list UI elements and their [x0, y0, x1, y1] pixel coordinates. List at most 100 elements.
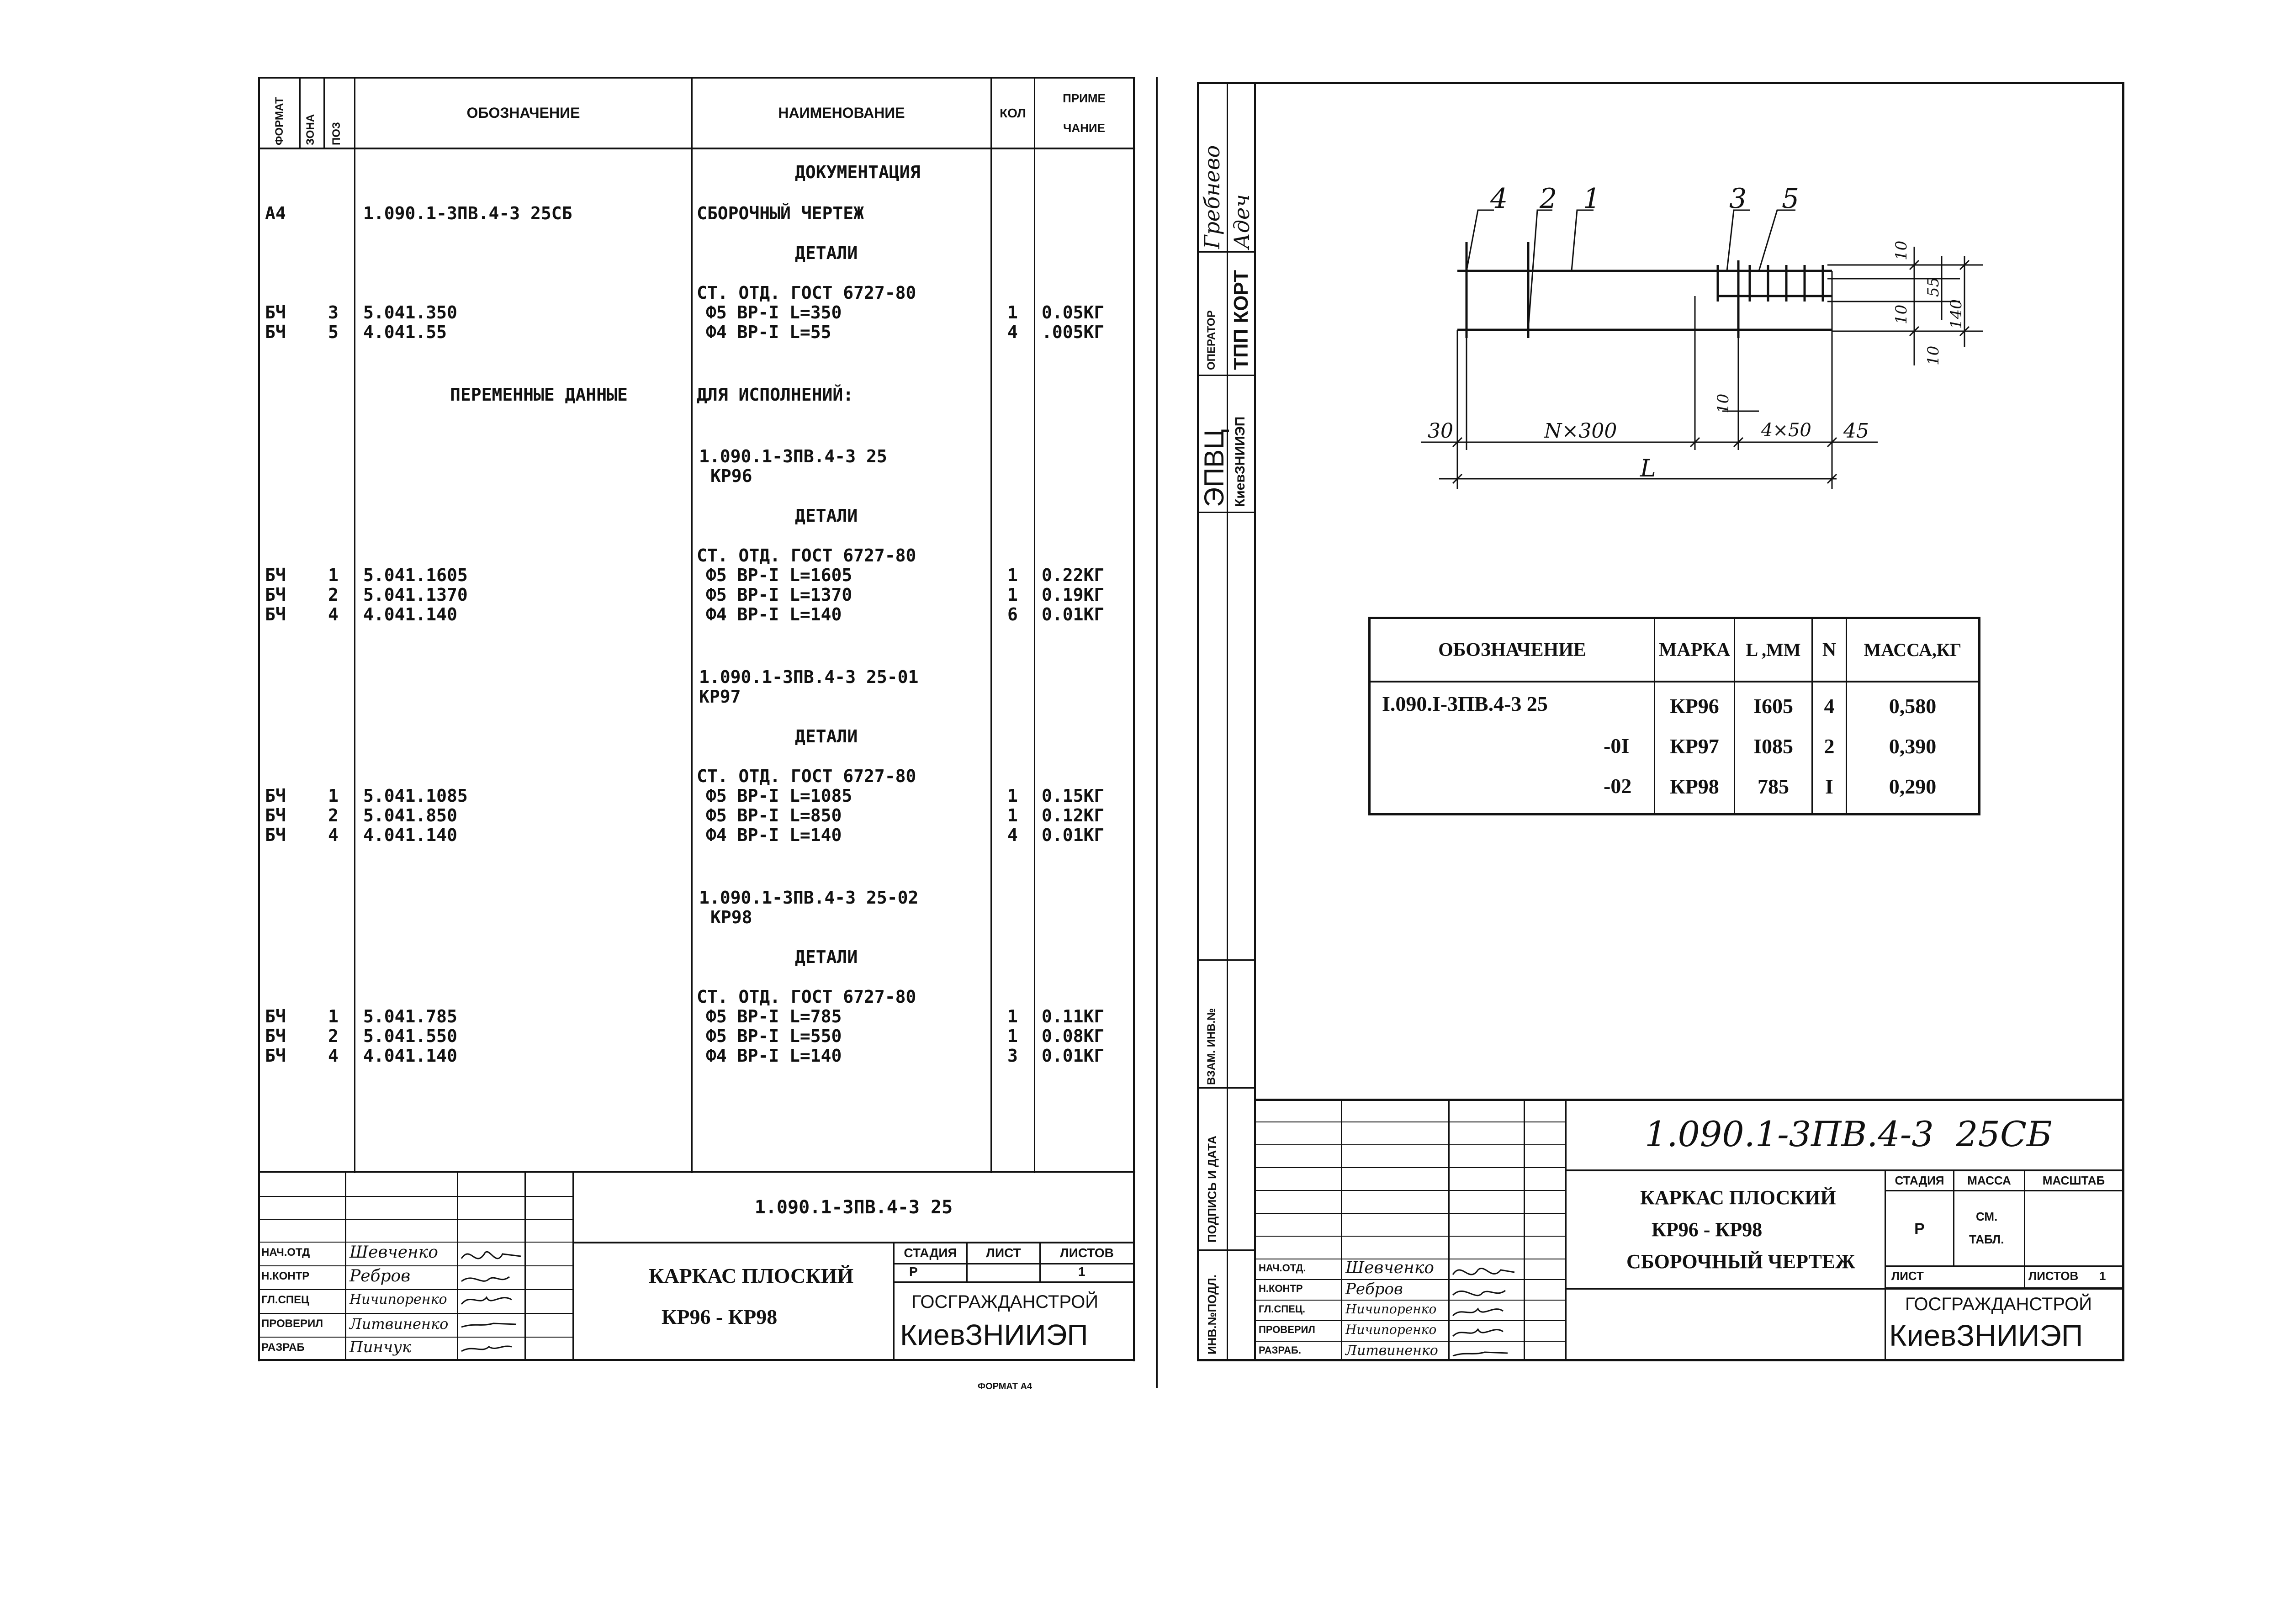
header-note-2: ЧАНИЕ	[1063, 121, 1105, 135]
role-label: ПРОВЕРИЛ	[261, 1317, 323, 1330]
tb-line	[1254, 1167, 1566, 1168]
right-title-1: КАРКАС ПЛОСКИЙ	[1640, 1186, 1836, 1209]
callout-1: 1	[1583, 183, 1601, 215]
row-name: Ф5 ВР-I L=850	[706, 805, 842, 825]
row-name: СТ. ОТД. ГОСТ 6727-80	[697, 283, 916, 303]
row-format: БЧ	[265, 322, 286, 342]
role-label: Н.КОНТР	[1259, 1283, 1303, 1294]
row-qty: 1	[1007, 786, 1018, 806]
col-divider	[691, 77, 693, 1173]
strip-line	[1197, 1087, 1255, 1089]
tb-line	[1254, 1099, 2124, 1101]
row-qty: 4	[1007, 322, 1018, 342]
role-label: РАЗРАБ.	[1259, 1344, 1301, 1356]
row-format: БЧ	[265, 1006, 286, 1026]
dim-4x50: 4×50	[1761, 420, 1811, 441]
section-heading: ДЕТАЛИ	[795, 243, 858, 263]
row-pos: 5	[328, 322, 339, 342]
row-name: ДЛЯ ИСПОЛНЕНИЙ:	[697, 385, 854, 405]
left-org-2: КиевЗНИИЭП	[900, 1318, 1088, 1351]
variant-code: 1.090.1-3ПВ.4-3 25	[699, 446, 887, 466]
col-header-mass: МАССА,КГ	[1864, 640, 1962, 660]
tb-line	[1254, 1341, 1566, 1342]
table-line	[1654, 617, 1655, 815]
role-label: ПРОВЕРИЛ	[1259, 1324, 1315, 1335]
row-qty: 6	[1007, 604, 1018, 624]
right-stage-value: Р	[1914, 1220, 1925, 1238]
role-label: ГЛ.СПЕЦ	[261, 1294, 309, 1306]
row-note: 0.05КГ	[1042, 302, 1105, 323]
table-cell: 785	[1758, 774, 1789, 798]
callout-4: 4	[1490, 183, 1508, 215]
col-header-n: N	[1822, 639, 1837, 661]
tb-line	[1254, 1320, 1566, 1321]
dim-55: 55	[1924, 277, 1943, 297]
row-pos: 4	[328, 604, 339, 624]
table-cell: 4	[1824, 694, 1835, 718]
tb-line	[258, 1242, 573, 1243]
row-format: БЧ	[265, 786, 286, 806]
strip-line	[1197, 375, 1255, 376]
tb-line	[258, 1196, 573, 1197]
left-stage-header: СТАДИЯ	[904, 1245, 957, 1260]
col-divider	[1034, 77, 1035, 1173]
row-format: БЧ	[265, 604, 286, 624]
table-cell: I	[1825, 774, 1833, 798]
header-qty: КОЛ	[1000, 106, 1026, 120]
tb-line	[1254, 1300, 1566, 1301]
row-designation: 5.041.1370	[363, 585, 468, 605]
row-designation: 5.041.350	[363, 302, 457, 323]
row-designation: 5.041.850	[363, 805, 457, 825]
right-scale-header: МАСШТАБ	[2042, 1173, 2105, 1187]
tb-line	[1254, 1213, 1566, 1214]
tb-line	[258, 1171, 1135, 1173]
signer-name: Шевченко	[1345, 1259, 1434, 1277]
right-sheets-value: 1	[2099, 1269, 2106, 1283]
tb-line	[1448, 1099, 1450, 1361]
row-pos: 1	[328, 1006, 339, 1026]
section-heading: ДЕТАЛИ	[795, 506, 858, 526]
table-line	[1734, 617, 1735, 815]
row-name: Ф5 ВР-I L=785	[706, 1006, 842, 1026]
callout-3: 3	[1729, 183, 1747, 215]
callout-5: 5	[1782, 183, 1800, 215]
tb-line	[893, 1281, 1133, 1283]
tb-line	[1565, 1288, 2124, 1290]
frame-top	[258, 77, 1135, 79]
row-pos: 3	[328, 302, 339, 323]
tb-line	[1254, 1236, 1566, 1237]
table-cell: 2	[1824, 734, 1835, 758]
row-format: БЧ	[265, 565, 286, 585]
table-line	[1368, 617, 1980, 619]
row-note: 0.19КГ	[1042, 585, 1105, 605]
section-heading: ДЕТАЛИ	[795, 726, 858, 746]
header-designation: ОБОЗНАЧЕНИЕ	[466, 105, 580, 121]
variable-data-heading: ПЕРЕМЕННЫЕ ДАННЫЕ	[450, 385, 628, 405]
row-designation: 5.041.785	[363, 1006, 457, 1026]
table-cell: КР97	[1670, 734, 1719, 758]
role-label: НАЧ.ОТД.	[1259, 1262, 1306, 1274]
row-pos: 2	[328, 1026, 339, 1046]
left-org-1: ГОСГРАЖДАНСТРОЙ	[911, 1292, 1099, 1312]
left-stage-value: Р	[909, 1264, 918, 1279]
right-sheets-header: ЛИСТОВ	[2028, 1269, 2079, 1283]
left-sheet-header: ЛИСТ	[986, 1245, 1021, 1260]
row-pos: 4	[328, 1046, 339, 1066]
signer-name: Литвиненко	[349, 1315, 449, 1333]
format-note: ФОРМАТ А4	[978, 1381, 1032, 1391]
row-name: Ф5 ВР-I L=550	[706, 1026, 842, 1046]
row-name: СТ. ОТД. ГОСТ 6727-80	[697, 987, 916, 1007]
right-scale-value-1: СМ.	[1976, 1210, 1998, 1223]
row-qty: 1	[1007, 1026, 1018, 1046]
header-name: НАИМЕНОВАНИЕ	[778, 105, 905, 121]
row-pos: 4	[328, 825, 339, 845]
left-doc-code: 1.090.1-3ПВ.4-3 25	[754, 1196, 953, 1218]
row-name: Ф5 ВР-I L=350	[706, 302, 842, 323]
frame-line	[1197, 82, 1199, 1361]
tb-line	[2024, 1169, 2025, 1288]
row-note: 0.01КГ	[1042, 604, 1105, 624]
frame-line	[2122, 82, 2124, 1361]
table-line	[1846, 617, 1847, 815]
table-cell: I.090.I-3ПВ.4-3 25	[1382, 692, 1548, 715]
left-sheet-value: 1	[1078, 1264, 1085, 1279]
